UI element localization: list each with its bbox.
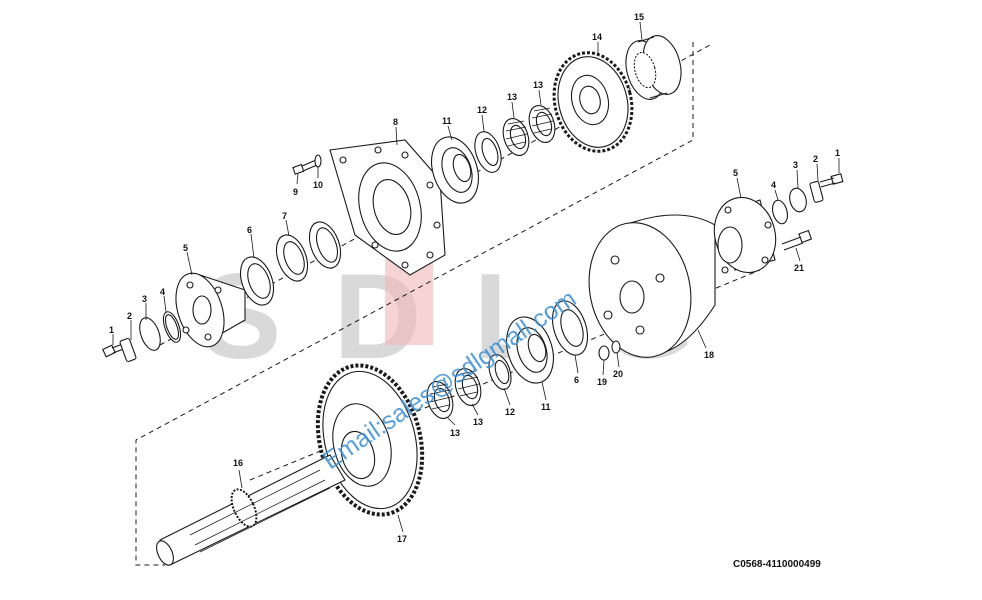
part-lock-plate-2-upper [119,337,137,363]
part-bolt-21 [781,229,813,251]
callout-5-lower: 5 [733,168,738,178]
part-washer-3-lower [789,187,807,213]
part-ring-inner-upper [315,227,339,263]
callout-13a-upper: 13 [507,92,517,102]
part-shaft-16 [156,454,346,566]
callout-16: 16 [233,458,243,468]
callout-9: 9 [293,187,298,197]
upper-assembly [102,35,682,363]
callout-18: 18 [704,350,714,360]
callout-5-upper: 5 [183,243,188,253]
part-needle-bearing-13b-upper [528,105,556,143]
callout-13b-upper: 13 [533,80,543,90]
part-seal-6-lower [551,300,589,356]
part-ring-7-upper [275,234,309,282]
part-ring-20 [611,340,621,354]
callout-3-lower: 3 [793,160,798,170]
callout-3-upper: 3 [142,294,147,304]
callout-12-upper: 12 [477,105,487,115]
callout-10: 10 [313,180,323,190]
lower-assembly [156,173,844,566]
drawing-part-code: C0568-4110000499 [733,559,821,570]
part-bolt-1-lower [819,173,844,188]
part-lock-plate-2-lower [809,180,824,203]
part-bolt-9 [292,159,318,175]
part-housing-cover-8 [329,139,446,276]
callout-13a-lower: 13 [473,417,483,427]
callout-7-upper: 7 [282,211,287,221]
callout-labels: 1 2 3 4 5 6 7 8 9 10 11 12 13 13 14 15 5… [109,12,840,544]
callout-2-upper: 2 [127,311,132,321]
callout-6-upper: 6 [247,225,252,235]
callout-14: 14 [592,32,602,42]
callout-21: 21 [794,263,804,273]
callout-4-lower: 4 [771,180,776,190]
part-flange-5-upper [175,272,246,348]
part-gear-14 [552,51,634,153]
part-seal-6-upper [239,256,275,306]
part-flange-5-lower [713,196,777,274]
part-washer-3-upper [139,317,161,351]
part-oring-4-lower [772,199,788,225]
callout-8: 8 [393,117,398,127]
callout-1-upper: 1 [109,325,114,335]
callout-1-lower: 1 [835,148,840,158]
part-needle-bearing-13a-upper [502,118,530,156]
part-drum-housing-18 [588,214,716,358]
callout-2-lower: 2 [813,154,818,164]
part-sleeve-15 [625,35,682,100]
callout-4-upper: 4 [160,287,165,297]
part-bearing-11-lower [506,316,554,384]
dashed-boundary-line [135,42,694,566]
callout-15: 15 [634,12,644,22]
callout-11-lower: 11 [541,402,551,412]
part-needle-bearing-13a-lower [454,368,482,406]
callout-12-lower: 12 [505,407,515,417]
callout-19: 19 [597,377,607,387]
callout-17: 17 [397,534,407,544]
leader-lines [112,21,840,533]
callout-11-upper: 11 [442,116,452,126]
part-oring-4-inner-upper [164,314,180,340]
part-spacer-12-inner-lower [494,359,510,385]
part-bearing-11-upper [431,136,479,204]
part-spacer-12-inner-upper [481,137,499,167]
part-ring-19 [598,345,610,361]
callout-13b-lower: 13 [450,428,460,438]
part-washer-10 [314,154,322,168]
callout-6-lower: 6 [574,375,579,385]
part-needle-bearing-13b-lower [426,381,454,419]
callout-20: 20 [613,369,623,379]
